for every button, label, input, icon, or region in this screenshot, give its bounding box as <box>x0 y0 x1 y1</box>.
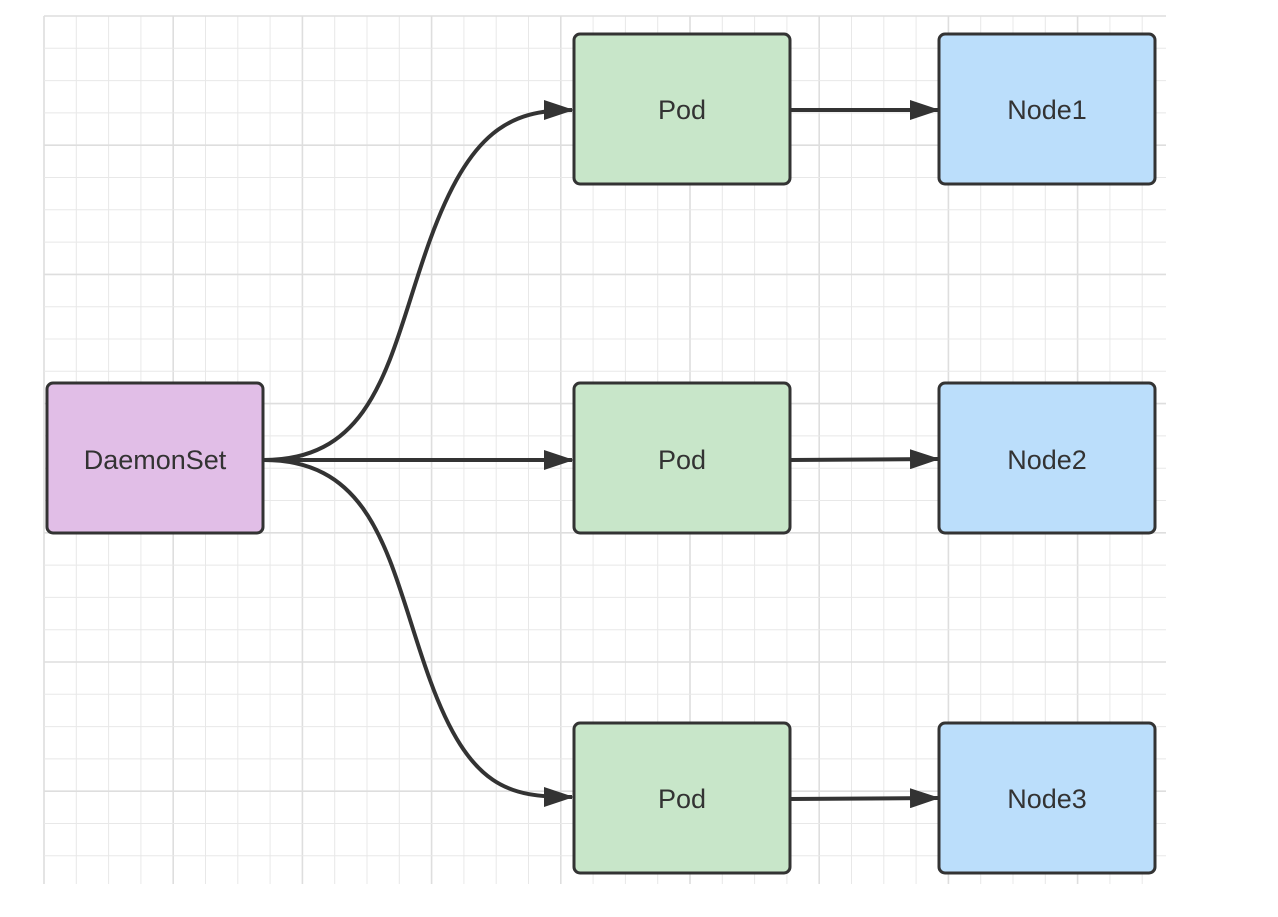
node-pod-3-label: Pod <box>658 784 706 814</box>
node-pod-3-box <box>572 721 792 875</box>
node-node2-box <box>937 381 1157 535</box>
edge-pod2-node2 <box>789 449 940 470</box>
node-pod-1-box <box>572 32 792 186</box>
node-node3[interactable]: Node3 <box>937 721 1157 875</box>
node-node3-label: Node3 <box>1007 784 1087 814</box>
nodes-layer: DaemonSet Pod Pod Pod Node1 Node2 Node3 <box>45 32 1157 875</box>
node-pod-2-box <box>572 381 792 535</box>
node-node1[interactable]: Node1 <box>937 32 1157 186</box>
edge-daemonset-pod1 <box>263 100 574 462</box>
node-pod-2[interactable]: Pod <box>572 381 792 535</box>
node-daemonset-box <box>45 381 265 535</box>
node-daemonset-label: DaemonSet <box>84 445 227 475</box>
edges-layer <box>263 100 940 809</box>
node-pod-3[interactable]: Pod <box>572 721 792 875</box>
node-node3-box <box>937 721 1157 875</box>
node-node2-label: Node2 <box>1007 445 1087 475</box>
edge-daemonset-pod3 <box>263 458 574 807</box>
node-pod-1[interactable]: Pod <box>572 32 792 186</box>
node-pod-2-label: Pod <box>658 445 706 475</box>
edge-pod3-node3 <box>789 788 940 809</box>
node-pod-1-label: Pod <box>658 95 706 125</box>
node-daemonset[interactable]: DaemonSet <box>45 381 265 535</box>
node-node1-label: Node1 <box>1007 95 1087 125</box>
node-node2[interactable]: Node2 <box>937 381 1157 535</box>
node-node1-box <box>937 32 1157 186</box>
